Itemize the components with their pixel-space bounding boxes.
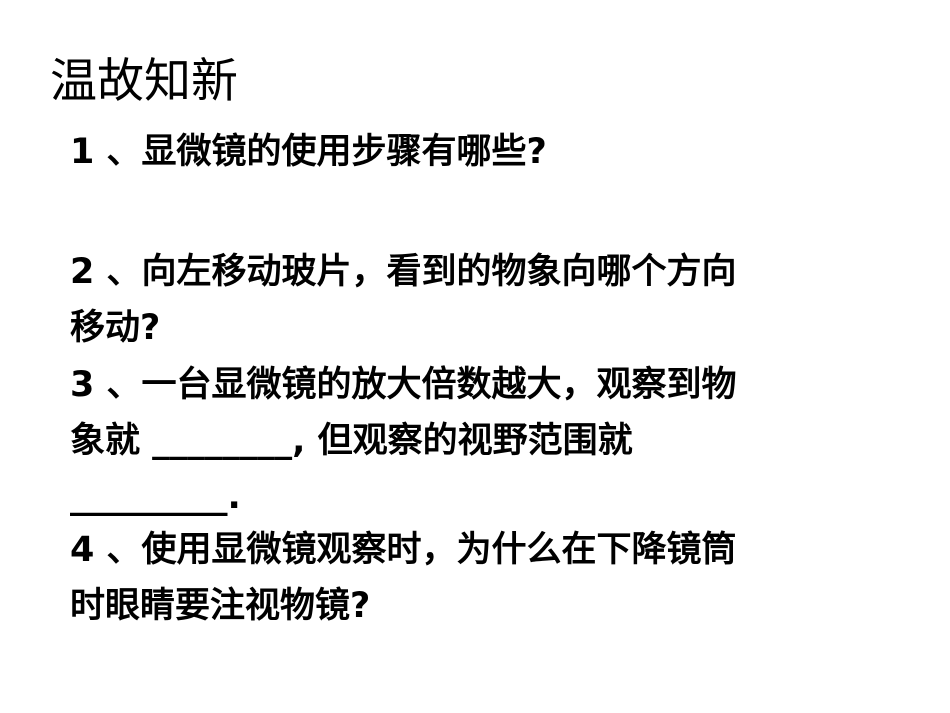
question-3-line-3: _________. bbox=[70, 477, 241, 517]
question-1: 1 、显微镜的使用步骤有哪些? bbox=[70, 124, 870, 180]
question-3-line-2: 象就 ________, 但观察的视野范围就 bbox=[70, 421, 633, 461]
question-4-line-1: 4 、使用显微镜观察时，为什么在下降镜筒 bbox=[70, 530, 737, 570]
question-3-line-1: 3 、一台显微镜的放大倍数越大，观察到物 bbox=[70, 365, 737, 405]
question-2-line-2: 移动? bbox=[70, 308, 161, 348]
question-3: 3 、一台显微镜的放大倍数越大，观察到物 象就 ________, 但观察的视野… bbox=[70, 357, 870, 525]
question-4: 4 、使用显微镜观察时，为什么在下降镜筒 时眼睛要注视物镜? bbox=[70, 522, 870, 634]
slide-title: 温故知新 bbox=[50, 54, 238, 109]
question-2-line-1: 2 、向左移动玻片，看到的物象向哪个方向 bbox=[70, 252, 737, 292]
question-1-line-1: 1 、显微镜的使用步骤有哪些? bbox=[70, 132, 547, 172]
question-2: 2 、向左移动玻片，看到的物象向哪个方向 移动? bbox=[70, 244, 870, 356]
question-4-line-2: 时眼睛要注视物镜? bbox=[70, 586, 371, 626]
